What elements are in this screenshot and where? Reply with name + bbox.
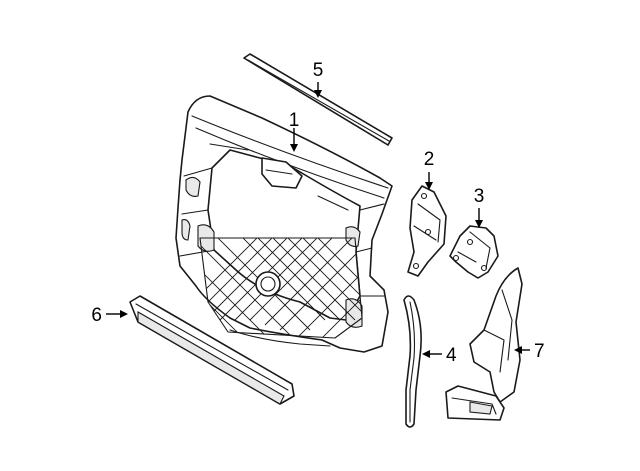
- leader-lines: [106, 82, 530, 358]
- part-7-air-deflector: [445, 267, 523, 421]
- leader-5-arrow: [314, 90, 322, 98]
- part-1-radiator-support: [175, 95, 393, 353]
- callout-labels: 1 2 3 4 5 6 7: [91, 60, 544, 366]
- callout-2: 2: [424, 149, 435, 170]
- leader-2-arrow: [425, 182, 433, 190]
- callout-5: 5: [313, 60, 324, 81]
- callout-1: 1: [289, 110, 300, 131]
- leader-7-arrow: [514, 346, 522, 354]
- leader-6-arrow: [120, 310, 128, 318]
- part-4-side-seal: [403, 295, 422, 428]
- part-2-bracket: [407, 185, 447, 277]
- leader-1-arrow: [290, 144, 298, 152]
- leader-3-arrow: [475, 220, 483, 228]
- leader-4-arrow: [422, 350, 430, 358]
- callout-3: 3: [474, 186, 485, 207]
- callout-7: 7: [534, 341, 545, 362]
- callout-4: 4: [446, 345, 457, 366]
- part-3-mount-bracket: [449, 225, 499, 279]
- callout-6: 6: [91, 305, 102, 326]
- part-6-lower-tie-bar: [129, 295, 295, 405]
- part-5-seal-strip: [243, 53, 393, 146]
